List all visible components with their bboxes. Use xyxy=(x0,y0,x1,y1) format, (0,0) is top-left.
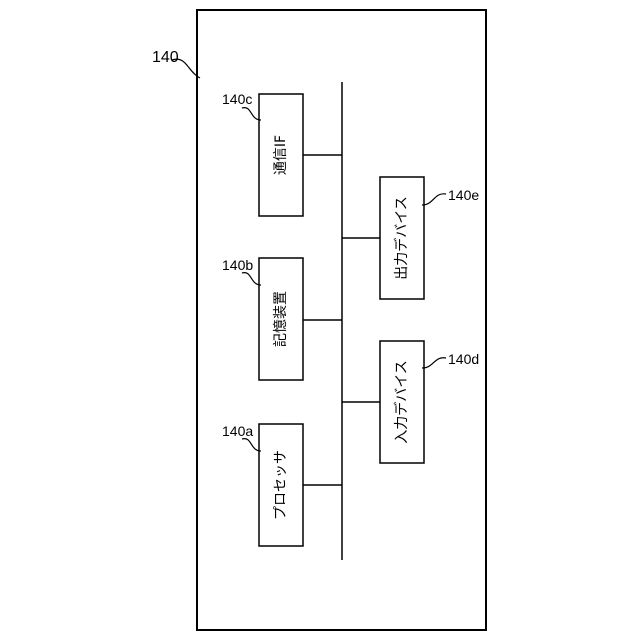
storage-block: 記憶装置 140b xyxy=(222,257,342,380)
comm-if-block: 通信IF 140c xyxy=(222,91,342,216)
device-label: 140 xyxy=(152,49,179,66)
input-device-leader xyxy=(422,358,446,368)
output-device-leader xyxy=(422,194,446,205)
output-device-ref: 140e xyxy=(448,187,479,203)
processor-block: プロセッサ 140a xyxy=(222,423,342,546)
processor-ref: 140a xyxy=(222,423,253,439)
output-device-text: 出力デバイス xyxy=(393,196,410,280)
storage-ref: 140b xyxy=(222,257,253,273)
comm-if-ref: 140c xyxy=(222,91,252,107)
comm-if-leader xyxy=(242,108,261,120)
input-device-ref: 140d xyxy=(448,351,479,367)
storage-leader xyxy=(242,273,261,285)
output-device-block: 出力デバイス 140e xyxy=(342,177,479,299)
comm-if-text: 通信IF xyxy=(273,135,289,175)
input-device-block: 入力デバイス 140d xyxy=(342,341,479,463)
processor-leader xyxy=(242,439,261,451)
storage-text: 記憶装置 xyxy=(272,291,289,347)
processor-text: プロセッサ xyxy=(273,450,289,520)
input-device-text: 入力デバイス xyxy=(393,360,410,444)
